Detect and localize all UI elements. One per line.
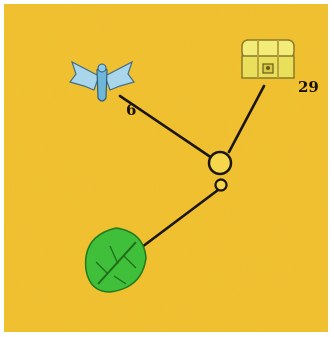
treasure-chest-icon[interactable] <box>242 40 294 78</box>
chest-value: 29 <box>298 80 319 95</box>
junction-node-lower[interactable] <box>216 180 227 191</box>
creature-value: 6 <box>126 103 136 118</box>
junction-node-upper[interactable] <box>209 152 231 174</box>
